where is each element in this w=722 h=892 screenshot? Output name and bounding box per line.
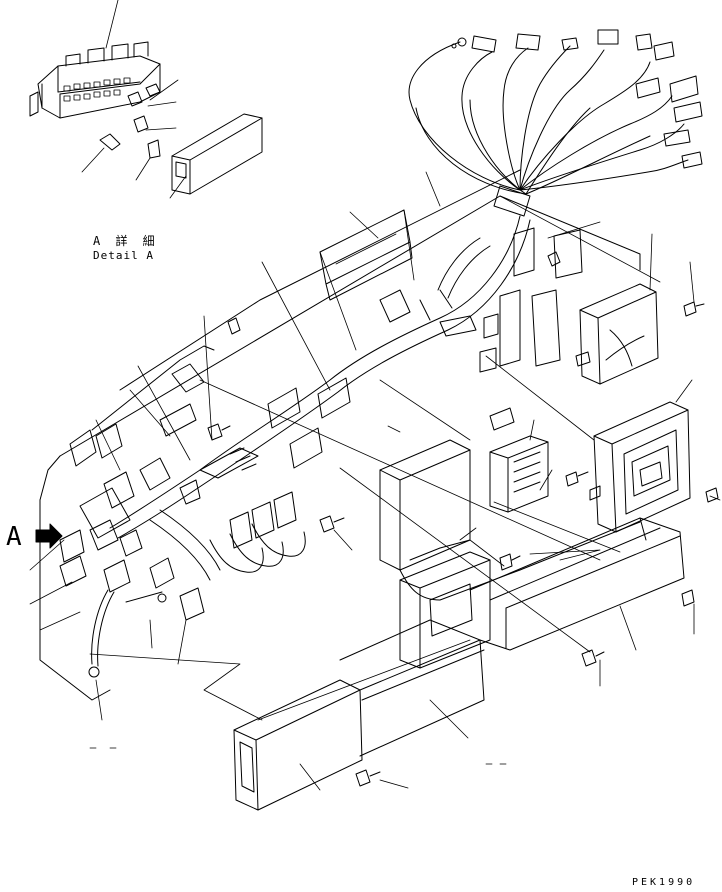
- harness-routing: [109, 215, 583, 539]
- duct-center: [399, 551, 491, 669]
- view-arrow: [35, 523, 63, 549]
- relay-box: [489, 407, 549, 513]
- relay-group: [149, 491, 306, 581]
- duct-right: [469, 517, 685, 651]
- detail-a-clips: [99, 83, 161, 159]
- wiring-harness-bundle: [408, 41, 689, 217]
- detail-a-cover: [171, 113, 263, 195]
- duct-lower: [233, 619, 485, 811]
- detail-a-connector-block: [29, 41, 161, 119]
- view-a-marker: A: [6, 522, 22, 552]
- harness-bracket: [319, 209, 415, 351]
- bolts: [207, 251, 719, 787]
- detail-a-leaders: [81, 0, 187, 199]
- drawing-code: PEK1990: [632, 877, 696, 888]
- detail-a-title-en: Detail A: [93, 249, 154, 262]
- controller-lower: [589, 401, 691, 533]
- detail-a-title-jp: A 詳 細: [93, 234, 159, 248]
- left-harness-connectors: [59, 377, 351, 621]
- ground-cable: [88, 589, 167, 678]
- mounting-frame: [39, 169, 641, 701]
- guide-lines: [89, 195, 661, 721]
- controller-upper: [575, 283, 659, 385]
- leader-lines: [29, 171, 721, 791]
- harness-connectors: [451, 29, 703, 169]
